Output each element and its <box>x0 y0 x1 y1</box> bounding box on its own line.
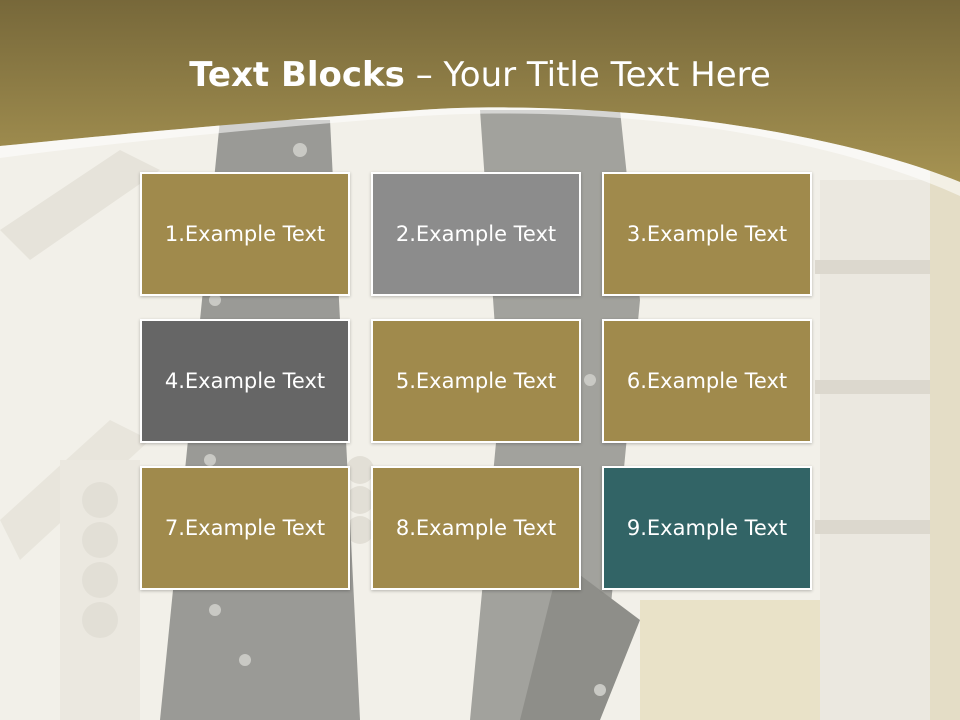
header-band <box>0 0 960 196</box>
text-block-label: 3.Example Text <box>626 222 788 246</box>
title-bold: Text Blocks <box>189 55 405 95</box>
text-block-label: 1.Example Text <box>164 222 326 246</box>
title-rest: Your Title Text Here <box>443 55 771 95</box>
text-block-4[interactable]: 4.Example Text <box>140 319 350 443</box>
text-block-9[interactable]: 9.Example Text <box>602 466 812 590</box>
text-block-7[interactable]: 7.Example Text <box>140 466 350 590</box>
text-block-label: 8.Example Text <box>395 516 557 540</box>
text-block-6[interactable]: 6.Example Text <box>602 319 812 443</box>
text-block-label: 6.Example Text <box>626 369 788 393</box>
text-block-1[interactable]: 1.Example Text <box>140 172 350 296</box>
slide-title: Text Blocks – Your Title Text Here <box>0 52 960 98</box>
text-block-label: 7.Example Text <box>164 516 326 540</box>
text-block-label: 5.Example Text <box>395 369 557 393</box>
text-block-label: 9.Example Text <box>626 516 788 540</box>
text-block-2[interactable]: 2.Example Text <box>371 172 581 296</box>
text-block-8[interactable]: 8.Example Text <box>371 466 581 590</box>
text-block-3[interactable]: 3.Example Text <box>602 172 812 296</box>
text-block-5[interactable]: 5.Example Text <box>371 319 581 443</box>
text-blocks-grid: 1.Example Text 2.Example Text 3.Example … <box>138 170 816 594</box>
title-dash: – <box>404 55 444 95</box>
text-block-label: 2.Example Text <box>395 222 557 246</box>
text-block-label: 4.Example Text <box>164 369 326 393</box>
